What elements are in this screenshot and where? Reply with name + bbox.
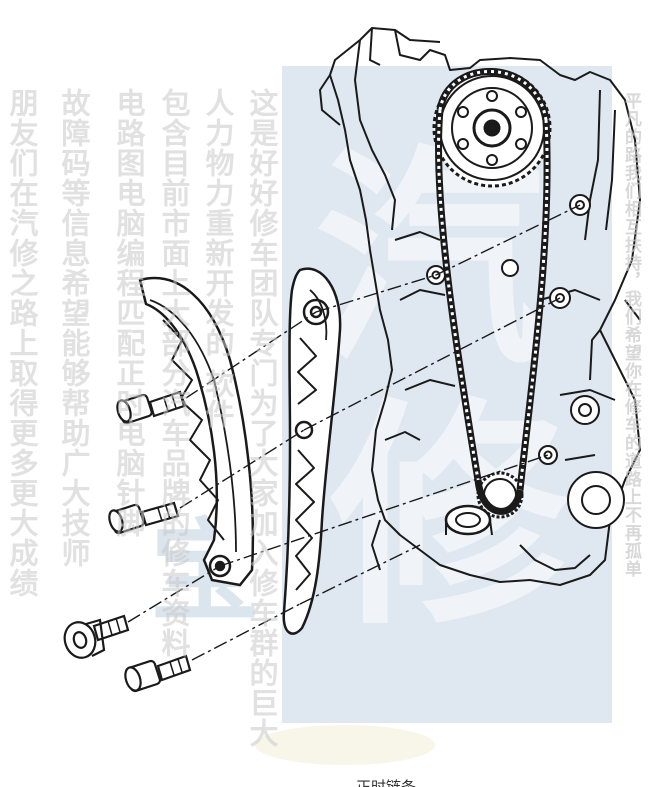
watermark-text-2: 人力物力重新开发的 软件 bbox=[201, 88, 235, 430]
bolt-1 bbox=[116, 390, 186, 425]
assembly-leader-lines bbox=[127, 204, 581, 661]
watermark-text-right: 平凡的路我们相互扶持，我们希望你在修车的道路上不再孤单 bbox=[621, 92, 641, 578]
watermark-text-1: 这是好好修车团队专门为了大家加入修车群的巨大 bbox=[245, 88, 279, 748]
watermark-text-4: 电路图电脑编程匹配正时电脑针脚 bbox=[112, 88, 146, 538]
bottom-smudge bbox=[255, 725, 435, 765]
watermark-text-6: 朋友们在汽修之路上取得更多更大成绩 bbox=[5, 88, 39, 598]
camshaft-sprocket bbox=[432, 68, 552, 188]
bolt-2 bbox=[108, 501, 180, 535]
bolt-3 bbox=[63, 614, 130, 659]
watermark-panel bbox=[282, 66, 612, 723]
bolt-4 bbox=[124, 654, 192, 693]
bolts bbox=[63, 390, 192, 693]
watermark-text-3: 包含目前市面上大部分汽车品牌的修车资料 bbox=[157, 88, 191, 658]
engine-block bbox=[319, 27, 641, 586]
timing-chain bbox=[435, 67, 551, 515]
figure-caption: 正时链条 bbox=[356, 778, 417, 787]
watermark-text-5: 故障码等信息希望能够帮助广大技师 bbox=[57, 88, 91, 568]
